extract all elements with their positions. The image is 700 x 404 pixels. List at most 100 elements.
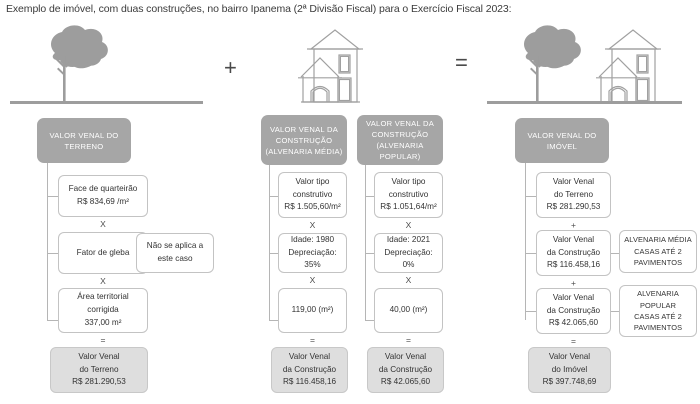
illustration-terreno [0,20,210,115]
tree-icon [51,25,108,103]
box-fator-gleba: Fator de gleba [58,232,148,274]
imovel-cm-value: R$ 116.458,16 [546,260,601,270]
valor-tipo-media-value: R$ 1.505,60/m² [284,202,341,212]
area-territorial-value: 337,00 m² [84,317,122,327]
illustration-construcao [250,20,450,115]
nota-popular-line1: ALVENARIA [637,289,679,299]
box-idade-depreciacao-media: Idade: 1980 Depreciação: 35% [278,233,347,273]
header-construcao-popular: VALOR VENAL DA CONSTRUÇÃO (ALVENARIA POP… [357,115,443,165]
result-construcao-media: Valor Venal da Construção R$ 116.458,16 [271,347,348,393]
area-territorial-line2: corrigida [87,305,119,315]
imovel-terreno-value: R$ 281.290,53 [546,202,601,212]
box-nota-alvenaria-popular: ALVENARIA POPULAR CASAS ATÉ 2 PAVIMENTOS [619,285,697,337]
connector-cp-1 [365,196,374,197]
result-imovel-value: R$ 397.748,69 [542,377,597,387]
fator-gleba-label: Fator de gleba [76,247,130,257]
connector-cp-2 [365,253,374,254]
header-construcao-media-line1: VALOR VENAL [269,124,325,134]
header-construcao-popular-line1: VALOR VENAL [365,119,421,128]
ground-line-terreno [10,101,203,104]
valor-tipo-popular-line1: Valor tipo [391,176,426,186]
imovel-terreno-line1: Valor Venal [552,176,595,186]
operator-terreno-1: X [100,219,106,229]
box-area-construida-media: 119,00 (m²) [278,288,347,333]
box-valor-tipo-construtivo-media: Valor tipo construtivo R$ 1.505,60/m² [278,172,347,218]
nota-media-line3: PAVIMENTOS [633,258,683,268]
operator-terreno-3: = [100,335,106,345]
result-terreno-line2: do Terreno [79,364,119,374]
nao-se-aplica-line1: Não se aplica a [146,241,204,251]
connector-trunk-construcao-media [269,165,270,320]
connector-terreno-1 [47,196,58,197]
result-construcao-popular: Valor Venal da Construção R$ 42.065,60 [367,347,444,393]
box-face-quarteirao: Face de quarteirão R$ 834,69 /m² [58,175,148,217]
face-quarteirao-label: Face de quarteirão [68,184,138,194]
operator-cm-3: = [310,335,315,345]
connector-trunk-imovel [525,163,526,320]
depreciacao-popular: Depreciação: 0% [384,247,433,270]
box-imovel-construcao-media: Valor Venal da Construção R$ 116.458,16 [536,230,611,276]
valor-tipo-media-line2: construtivo [292,189,333,199]
nao-se-aplica-line2: este caso [157,254,193,263]
valor-tipo-popular-value: R$ 1.051,64/m² [380,202,437,212]
valor-tipo-popular-line2: construtivo [388,189,429,199]
operator-im-1: + [571,220,576,230]
plus-symbol-illustration: + [224,55,237,80]
connector-trunk-terreno [47,163,48,320]
connector-cm-2 [269,253,278,254]
connector-im-2 [525,253,536,254]
result-terreno-line1: Valor Venal [78,351,120,361]
imovel-cm-line2: da Construção [546,247,601,257]
box-nao-se-aplica: Não se aplica a este caso [136,233,214,273]
box-valor-tipo-construtivo-popular: Valor tipo construtivo R$ 1.051,64/m² [374,172,443,218]
connector-im-2-note [611,253,619,254]
header-imovel-line2: DO IMÓVEL [546,130,597,151]
equals-symbol-illustration: = [455,50,468,75]
connector-cp-3 [365,320,374,321]
illustration-imovel [485,20,700,115]
connector-trunk-construcao-popular [365,165,366,320]
header-terreno-line1: VALOR VENAL [49,130,105,140]
box-nota-alvenaria-media: ALVENARIA MÉDIA CASAS ATÉ 2 PAVIMENTOS [619,230,697,273]
header-terreno: VALOR VENAL DO TERRENO [37,118,131,163]
imovel-terreno-line2: do Terreno [554,189,593,199]
header-imovel-line1: VALOR VENAL [527,130,583,140]
operator-cp-1: X [405,220,412,230]
idade-media: Idade: 1980 [290,234,335,244]
nota-popular-line4: PAVIMENTOS [633,323,683,333]
box-area-territorial: Área territorial corrigida 337,00 m² [58,288,148,333]
operator-cm-1: X [309,220,316,230]
result-cm-value: R$ 116.458,16 [282,377,337,387]
imovel-cm-line1: Valor Venal [552,234,595,244]
box-area-construida-popular: 40,00 (m²) [374,288,443,333]
nota-media-line2: CASAS ATÉ 2 [634,246,682,256]
imovel-cp-value: R$ 42.065,60 [548,318,599,328]
result-imovel-line1: Valor Venal [548,351,591,361]
imovel-cp-line1: Valor Venal [552,292,595,302]
operator-im-3: = [571,336,576,346]
operator-cm-2: X [309,275,316,285]
result-imovel-line2: do Imóvel [551,364,588,374]
header-construcao-media: VALOR VENAL DA CONSTRUÇÃO (ALVENARIA MÉD… [261,115,347,165]
imovel-cp-line2: da Construção [546,305,601,315]
depreciacao-media: Depreciação: 35% [288,247,337,270]
box-imovel-valor-terreno: Valor Venal do Terreno R$ 281.290,53 [536,172,611,218]
valor-tipo-media-line1: Valor tipo [295,176,330,186]
header-imovel: VALOR VENAL DO IMÓVEL [515,118,609,163]
operator-cp-3: = [406,335,411,345]
idade-popular: Idade: 2021 [386,234,431,244]
area-construida-media: 119,00 (m²) [291,305,334,315]
connector-im-3 [525,311,536,312]
result-cp-value: R$ 42.065,60 [380,377,431,387]
page-title: Exemplo de imóvel, com duas construções,… [6,3,512,15]
box-idade-depreciacao-popular: Idade: 2021 Depreciação: 0% [374,233,443,273]
connector-terreno-2 [47,253,58,254]
nota-popular-line3: CASAS ATÉ 2 [634,312,682,321]
result-terreno: Valor Venal do Terreno R$ 281.290,53 [50,347,148,393]
header-terreno-line2: DO TERRENO [64,130,119,151]
result-cp-line1: Valor Venal [384,351,427,361]
header-construcao-popular-line2: DA CONSTRUÇÃO [371,119,435,139]
operator-terreno-2: X [100,276,106,286]
operator-im-2: + [571,278,576,288]
result-cm-line2: da Construção [282,364,337,374]
